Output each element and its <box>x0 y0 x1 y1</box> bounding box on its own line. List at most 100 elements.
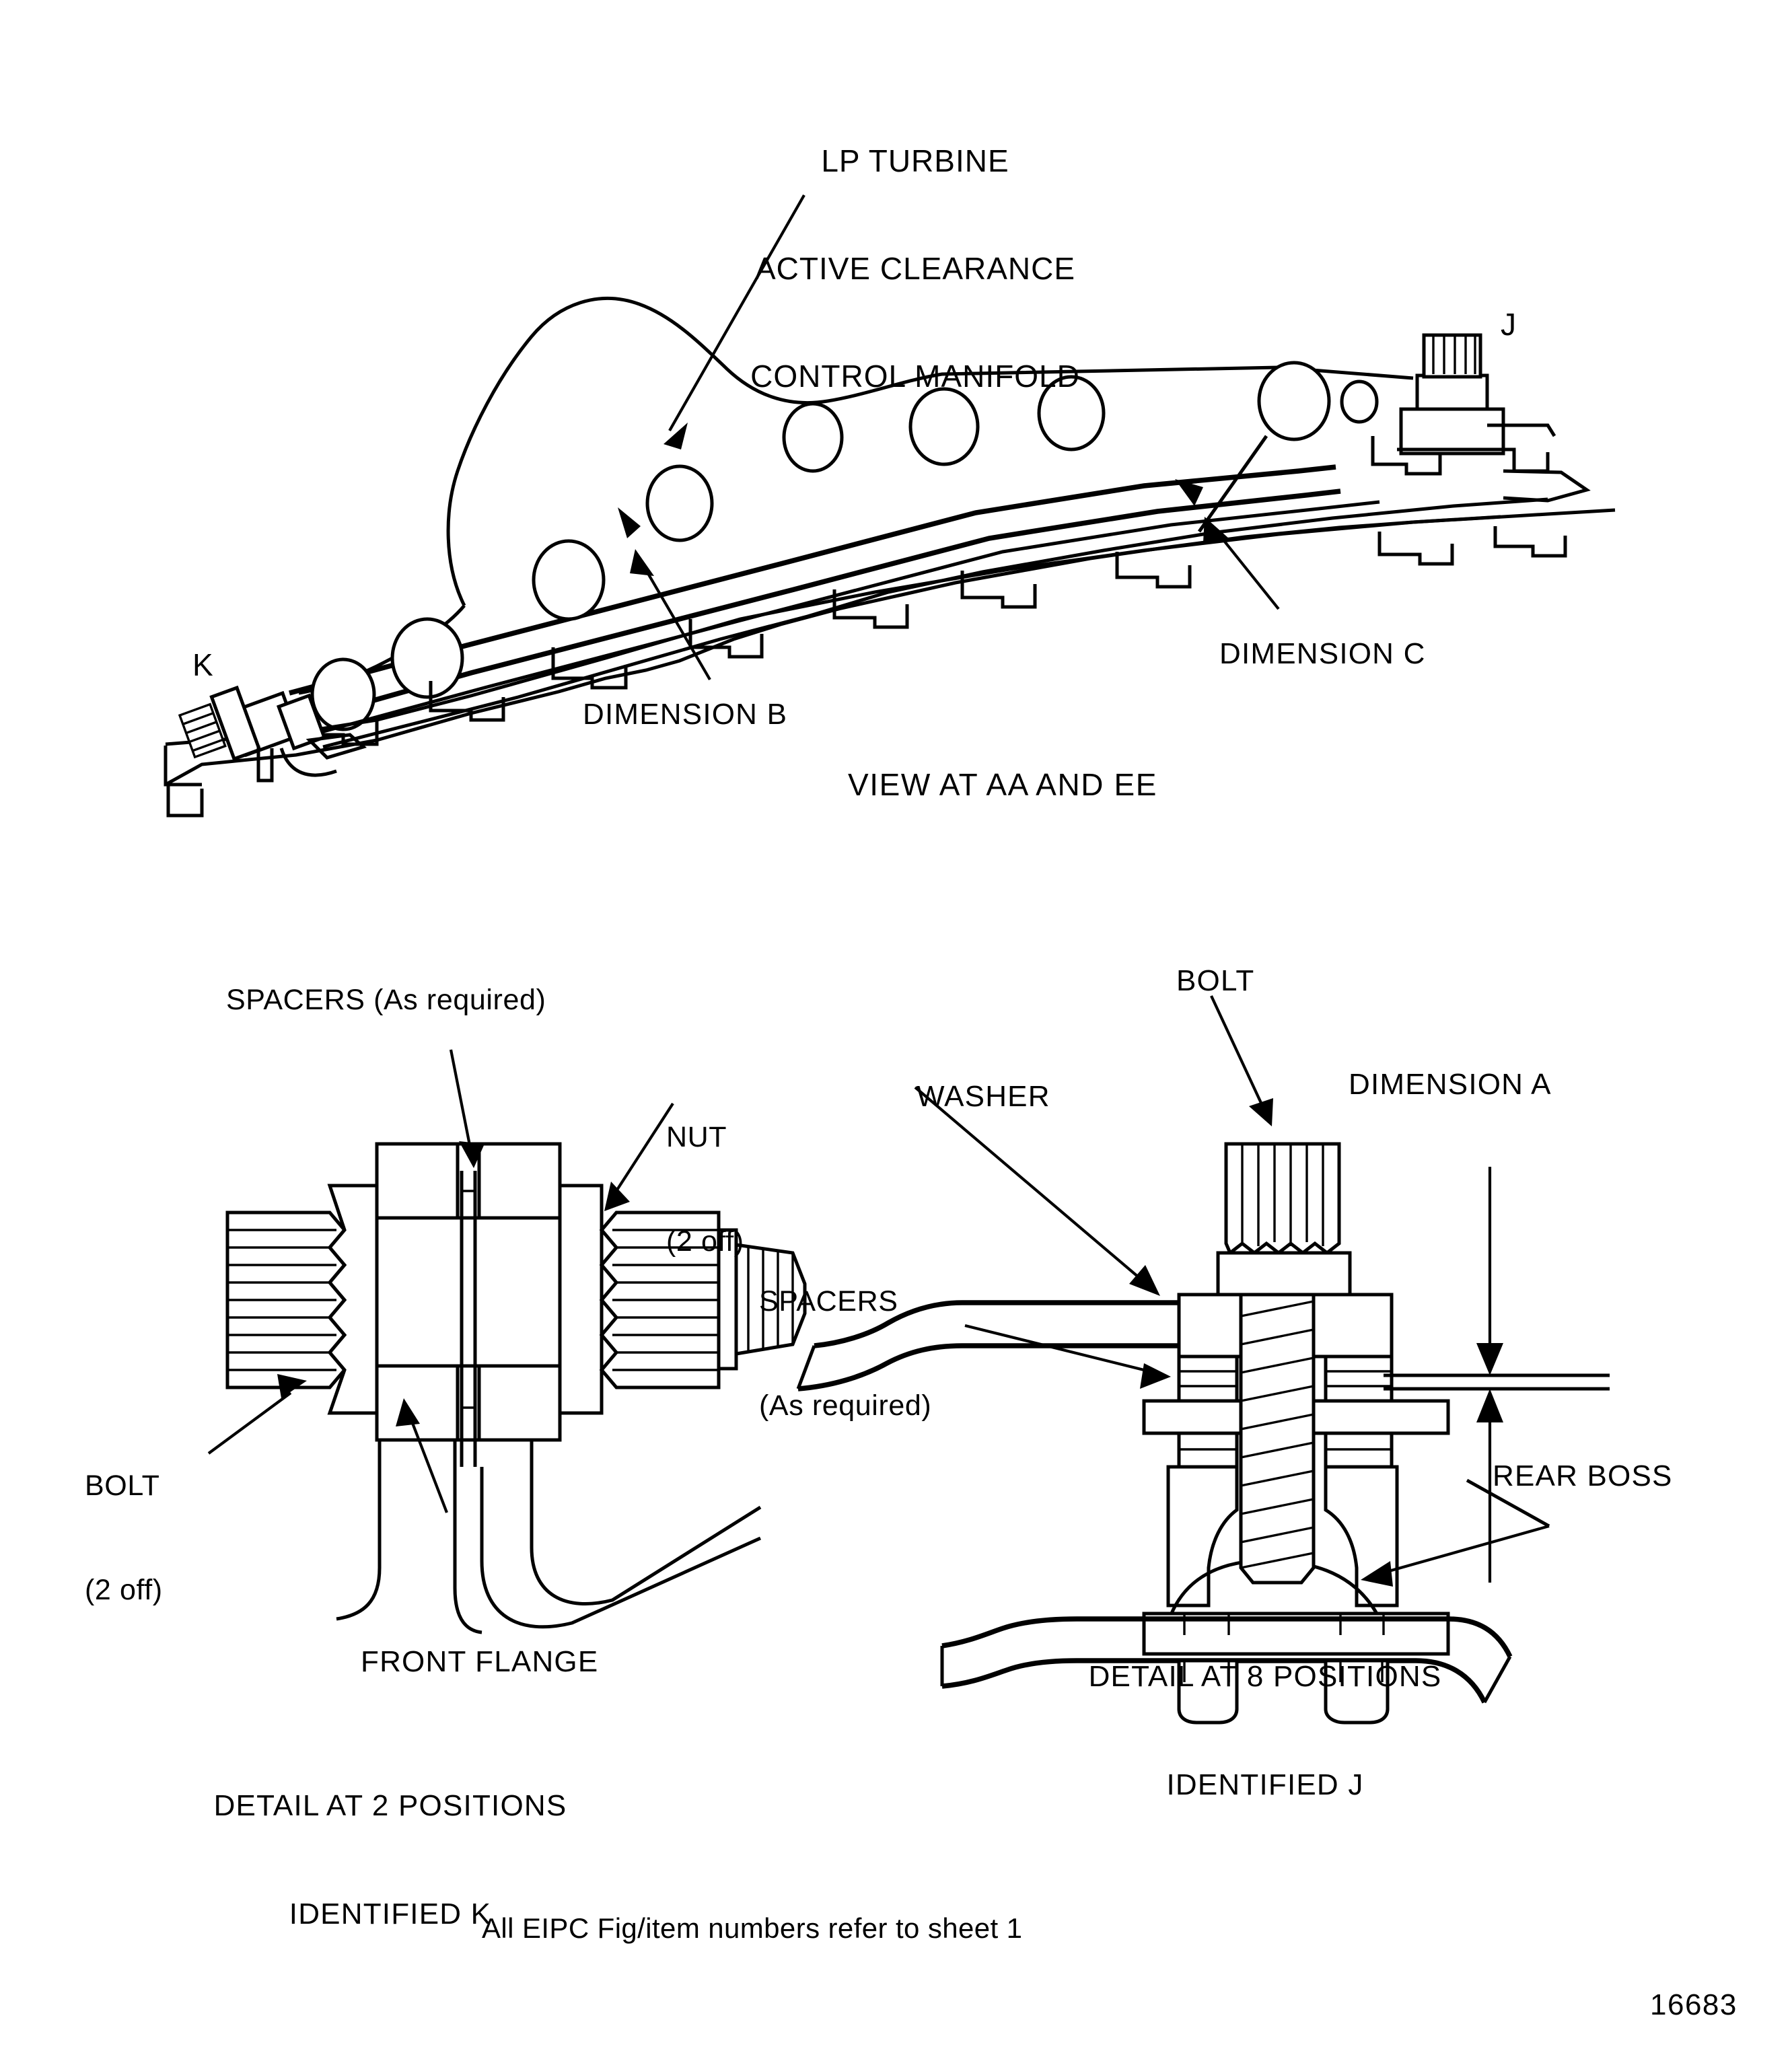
j-detail-casing-wall-bottom <box>941 1658 1487 1704</box>
k-detail-flange-lower-right <box>477 1364 562 1442</box>
page-title-line1: LP TURBINE <box>821 143 1009 178</box>
dimension-b-arrowhead-lower <box>630 549 654 576</box>
dimension-b-leader-line <box>638 557 711 681</box>
j-detail-spacer-left <box>1177 1354 1239 1403</box>
k-label-bolt-line1: BOLT <box>85 1470 160 1503</box>
title-leader-arrowhead <box>664 423 688 449</box>
k-label-nut-line2: (2 off) <box>666 1225 744 1258</box>
k-label-front-flange: FRONT FLANGE <box>361 1645 599 1678</box>
k-detail-spacer-stack <box>460 1171 477 1467</box>
flange-tooth-1 <box>166 786 204 818</box>
j-bolt-arrowhead <box>1249 1098 1273 1126</box>
j-label-spacers: SPACERS (As required) <box>759 1215 931 1493</box>
k-fitting-nut <box>276 693 327 751</box>
j-bolt-knurl <box>1432 336 1476 374</box>
k-label-bolt-line2: (2 off) <box>85 1573 163 1606</box>
j-detail-lower-spacer-right <box>1324 1431 1394 1469</box>
j-fitting-pipe-tail <box>1487 423 1556 437</box>
flange-tooth-6 <box>688 619 764 659</box>
j-detail-casing-wall-top <box>941 1616 1513 1658</box>
j-detail-casing-tip <box>1482 1655 1512 1704</box>
k-detail-tube-leg-b <box>530 1440 762 1606</box>
casing-outer-shroud <box>165 508 1616 746</box>
k-detail-flange-leg-inner <box>453 1440 482 1634</box>
position-k-fitting <box>178 685 367 783</box>
flange-tooth-8 <box>960 571 1037 609</box>
k-spacers-leader-line <box>449 1049 473 1153</box>
page-title-line3: CONTROL MANIFOLD <box>750 358 1080 394</box>
flange-tooth-10 <box>1377 532 1454 566</box>
k-label-spacers: SPACERS (As required) <box>226 984 546 1016</box>
top-view-caption: VIEW AT AA AND EE <box>847 767 1158 802</box>
figure-number: 16683 <box>1650 1988 1737 2021</box>
flange-tooth-11 <box>1493 526 1567 558</box>
j-rear-boss-elbow <box>1466 1478 1550 1528</box>
j-spacers-leader-line <box>964 1324 1155 1375</box>
k-detail-tube-leg-a <box>480 1467 762 1629</box>
manifold-boss-4 <box>645 464 714 542</box>
k-detail-thread-stub <box>717 1228 807 1371</box>
flange-tooth-9 <box>1115 552 1192 589</box>
j-rear-boss-leader-line <box>1376 1524 1550 1577</box>
detail-k-caption-line1: DETAIL AT 2 POSITIONS <box>213 1789 567 1823</box>
j-detail-boss-pillar-left <box>1166 1465 1239 1607</box>
k-detail-flange-upper-left <box>375 1142 460 1220</box>
k-bolt-arrowhead <box>277 1374 307 1398</box>
manifold-envelope-outline <box>446 296 1414 607</box>
j-label-spacers-line1: SPACERS <box>759 1285 898 1318</box>
position-j-fitting <box>1371 333 1591 503</box>
k-detail-right-washer <box>558 1184 604 1415</box>
k-spacers-arrowhead <box>459 1141 485 1168</box>
j-label-bolt: BOLT <box>1176 964 1255 997</box>
j-detail-bolt-collar <box>1216 1251 1352 1297</box>
dimension-a-arrowhead-down <box>1476 1343 1503 1375</box>
manifold-pipe-lower-edge <box>303 489 1341 723</box>
dimension-a-arrowhead-up <box>1476 1389 1503 1422</box>
dimension-c-reference-edge <box>1197 435 1268 533</box>
k-bolt-knurl <box>178 702 227 759</box>
k-detail-flange-lower-left <box>375 1364 460 1442</box>
k-detail-flange-upper-right <box>477 1142 562 1220</box>
j-detail-lower-spacer-left <box>1177 1431 1239 1469</box>
dimension-b-arrowhead-upper <box>618 507 641 538</box>
j-spacers-arrowhead <box>1140 1363 1171 1389</box>
j-label-rear-boss: REAR BOSS <box>1493 1459 1673 1492</box>
detail-k-caption: DETAIL AT 2 POSITIONS IDENTIFIED K <box>121 1716 659 2004</box>
j-fitting-base <box>1399 407 1505 456</box>
manifold-boss-6 <box>908 387 980 466</box>
j-detail-nut-block-left <box>1177 1659 1239 1725</box>
title-leader-line <box>668 194 805 432</box>
detail-k-caption-line2: IDENTIFIED K <box>289 1897 492 1931</box>
k-detail-left-washer <box>327 1184 379 1415</box>
j-detail-bracket-arm-top <box>814 1300 1179 1348</box>
k-front-flange-leader-line <box>408 1414 448 1513</box>
k-fitting-flange <box>209 685 262 762</box>
detail-j-caption: DETAIL AT 8 POSITIONS IDENTIFIED J <box>996 1587 1534 1875</box>
j-detail-bracket-arm-end <box>796 1345 816 1389</box>
detail-j-caption-line1: DETAIL AT 8 POSITIONS <box>1088 1660 1442 1694</box>
manifold-pipe-upper-edge <box>289 464 1336 696</box>
j-washer-leader-line <box>914 1086 1149 1287</box>
manifold-boss-2 <box>390 617 464 699</box>
dimension-c-arrowhead-upper <box>1175 479 1203 506</box>
k-fitting-stem <box>256 746 274 783</box>
j-detail-bolt-shank <box>1239 1293 1316 1585</box>
j-fitting-bracket <box>1371 436 1442 476</box>
j-label-dimension-a: DIMENSION A <box>1349 1068 1552 1101</box>
casing-profile-upper <box>322 497 1548 749</box>
j-label-washer: WASHER <box>917 1080 1050 1113</box>
sheet-note: All EIPC Fig/item numbers refer to sheet… <box>482 1912 1023 1944</box>
callout-position-k: K <box>192 647 214 682</box>
k-label-bolt: BOLT (2 off) <box>85 1400 163 1677</box>
j-rear-boss-arrowhead <box>1361 1561 1393 1587</box>
k-front-flange-arrowhead <box>396 1398 420 1426</box>
k-nut-leader-line <box>612 1102 674 1196</box>
k-detail-flange-leg-left <box>336 1440 382 1621</box>
k-detail-nut <box>599 1210 721 1389</box>
manifold-boss-9 <box>1340 379 1379 424</box>
manifold-boss-1 <box>310 657 376 731</box>
k-fitting-pipe <box>279 748 337 777</box>
